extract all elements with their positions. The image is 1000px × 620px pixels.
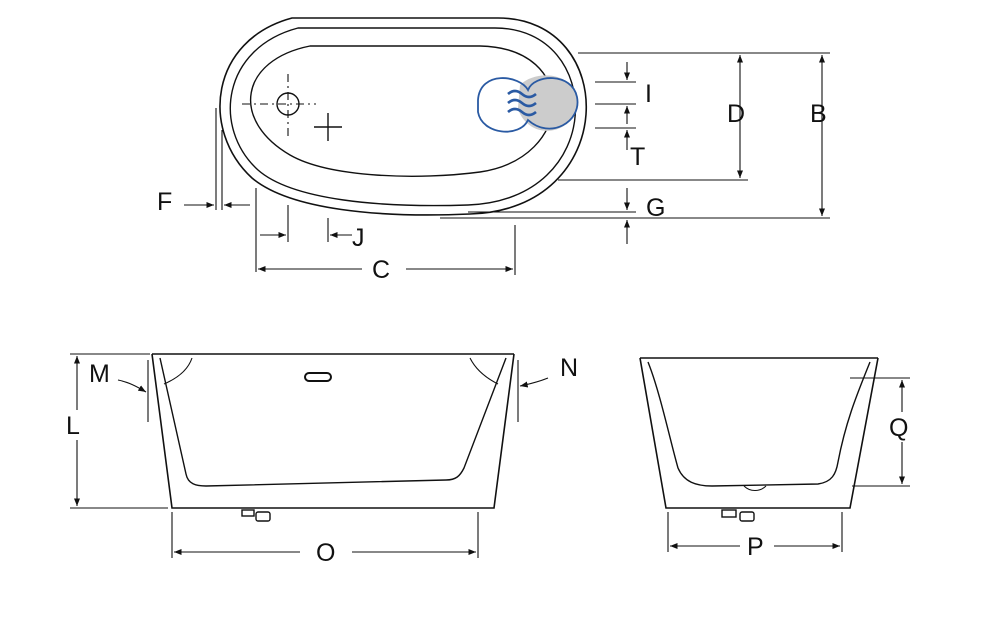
label-m: M — [89, 360, 110, 388]
overflow-drain — [304, 372, 332, 382]
side-inner-shape — [647, 361, 871, 487]
label-p: P — [747, 533, 764, 561]
whirl-icon — [477, 75, 579, 133]
label-j: J — [352, 224, 365, 252]
whirl-shape-gray — [518, 75, 578, 131]
label-n: N — [560, 354, 578, 382]
front-inner-curve-left — [163, 357, 193, 385]
whirl-wave-3 — [507, 107, 537, 117]
tub-inner-rim — [229, 27, 577, 207]
label-q: Q — [889, 414, 908, 442]
label-b: B — [810, 100, 827, 128]
drain-fitting-1 — [241, 509, 255, 517]
label-l: L — [66, 412, 80, 440]
side-view: Q P — [639, 357, 910, 561]
side-drain-fitting-1 — [721, 509, 737, 518]
side-drain-fitting-2 — [739, 511, 755, 522]
whirl-shape-outline — [477, 77, 579, 133]
front-inner-curve-right — [469, 357, 499, 385]
label-f: F — [157, 188, 172, 216]
side-outer-shape — [639, 357, 879, 509]
tub-outer-rim — [219, 17, 587, 216]
dim-n-arrow — [519, 377, 549, 388]
front-view: L M N O — [66, 353, 578, 567]
label-t: T — [630, 143, 645, 171]
label-c: C — [372, 256, 390, 284]
whirl-wave-2 — [507, 98, 537, 108]
front-inner-shape — [159, 357, 507, 487]
top-view: B D I T G F J C — [157, 17, 830, 284]
label-i: I — [645, 80, 652, 108]
whirl-wave-1 — [507, 89, 537, 99]
side-inner-notch — [743, 485, 767, 492]
label-d: D — [727, 100, 745, 128]
drain-fitting-2 — [255, 511, 271, 522]
label-o: O — [316, 539, 335, 567]
dim-m-arrow — [117, 379, 147, 393]
front-outer-shape — [151, 353, 515, 509]
label-g: G — [646, 194, 665, 222]
